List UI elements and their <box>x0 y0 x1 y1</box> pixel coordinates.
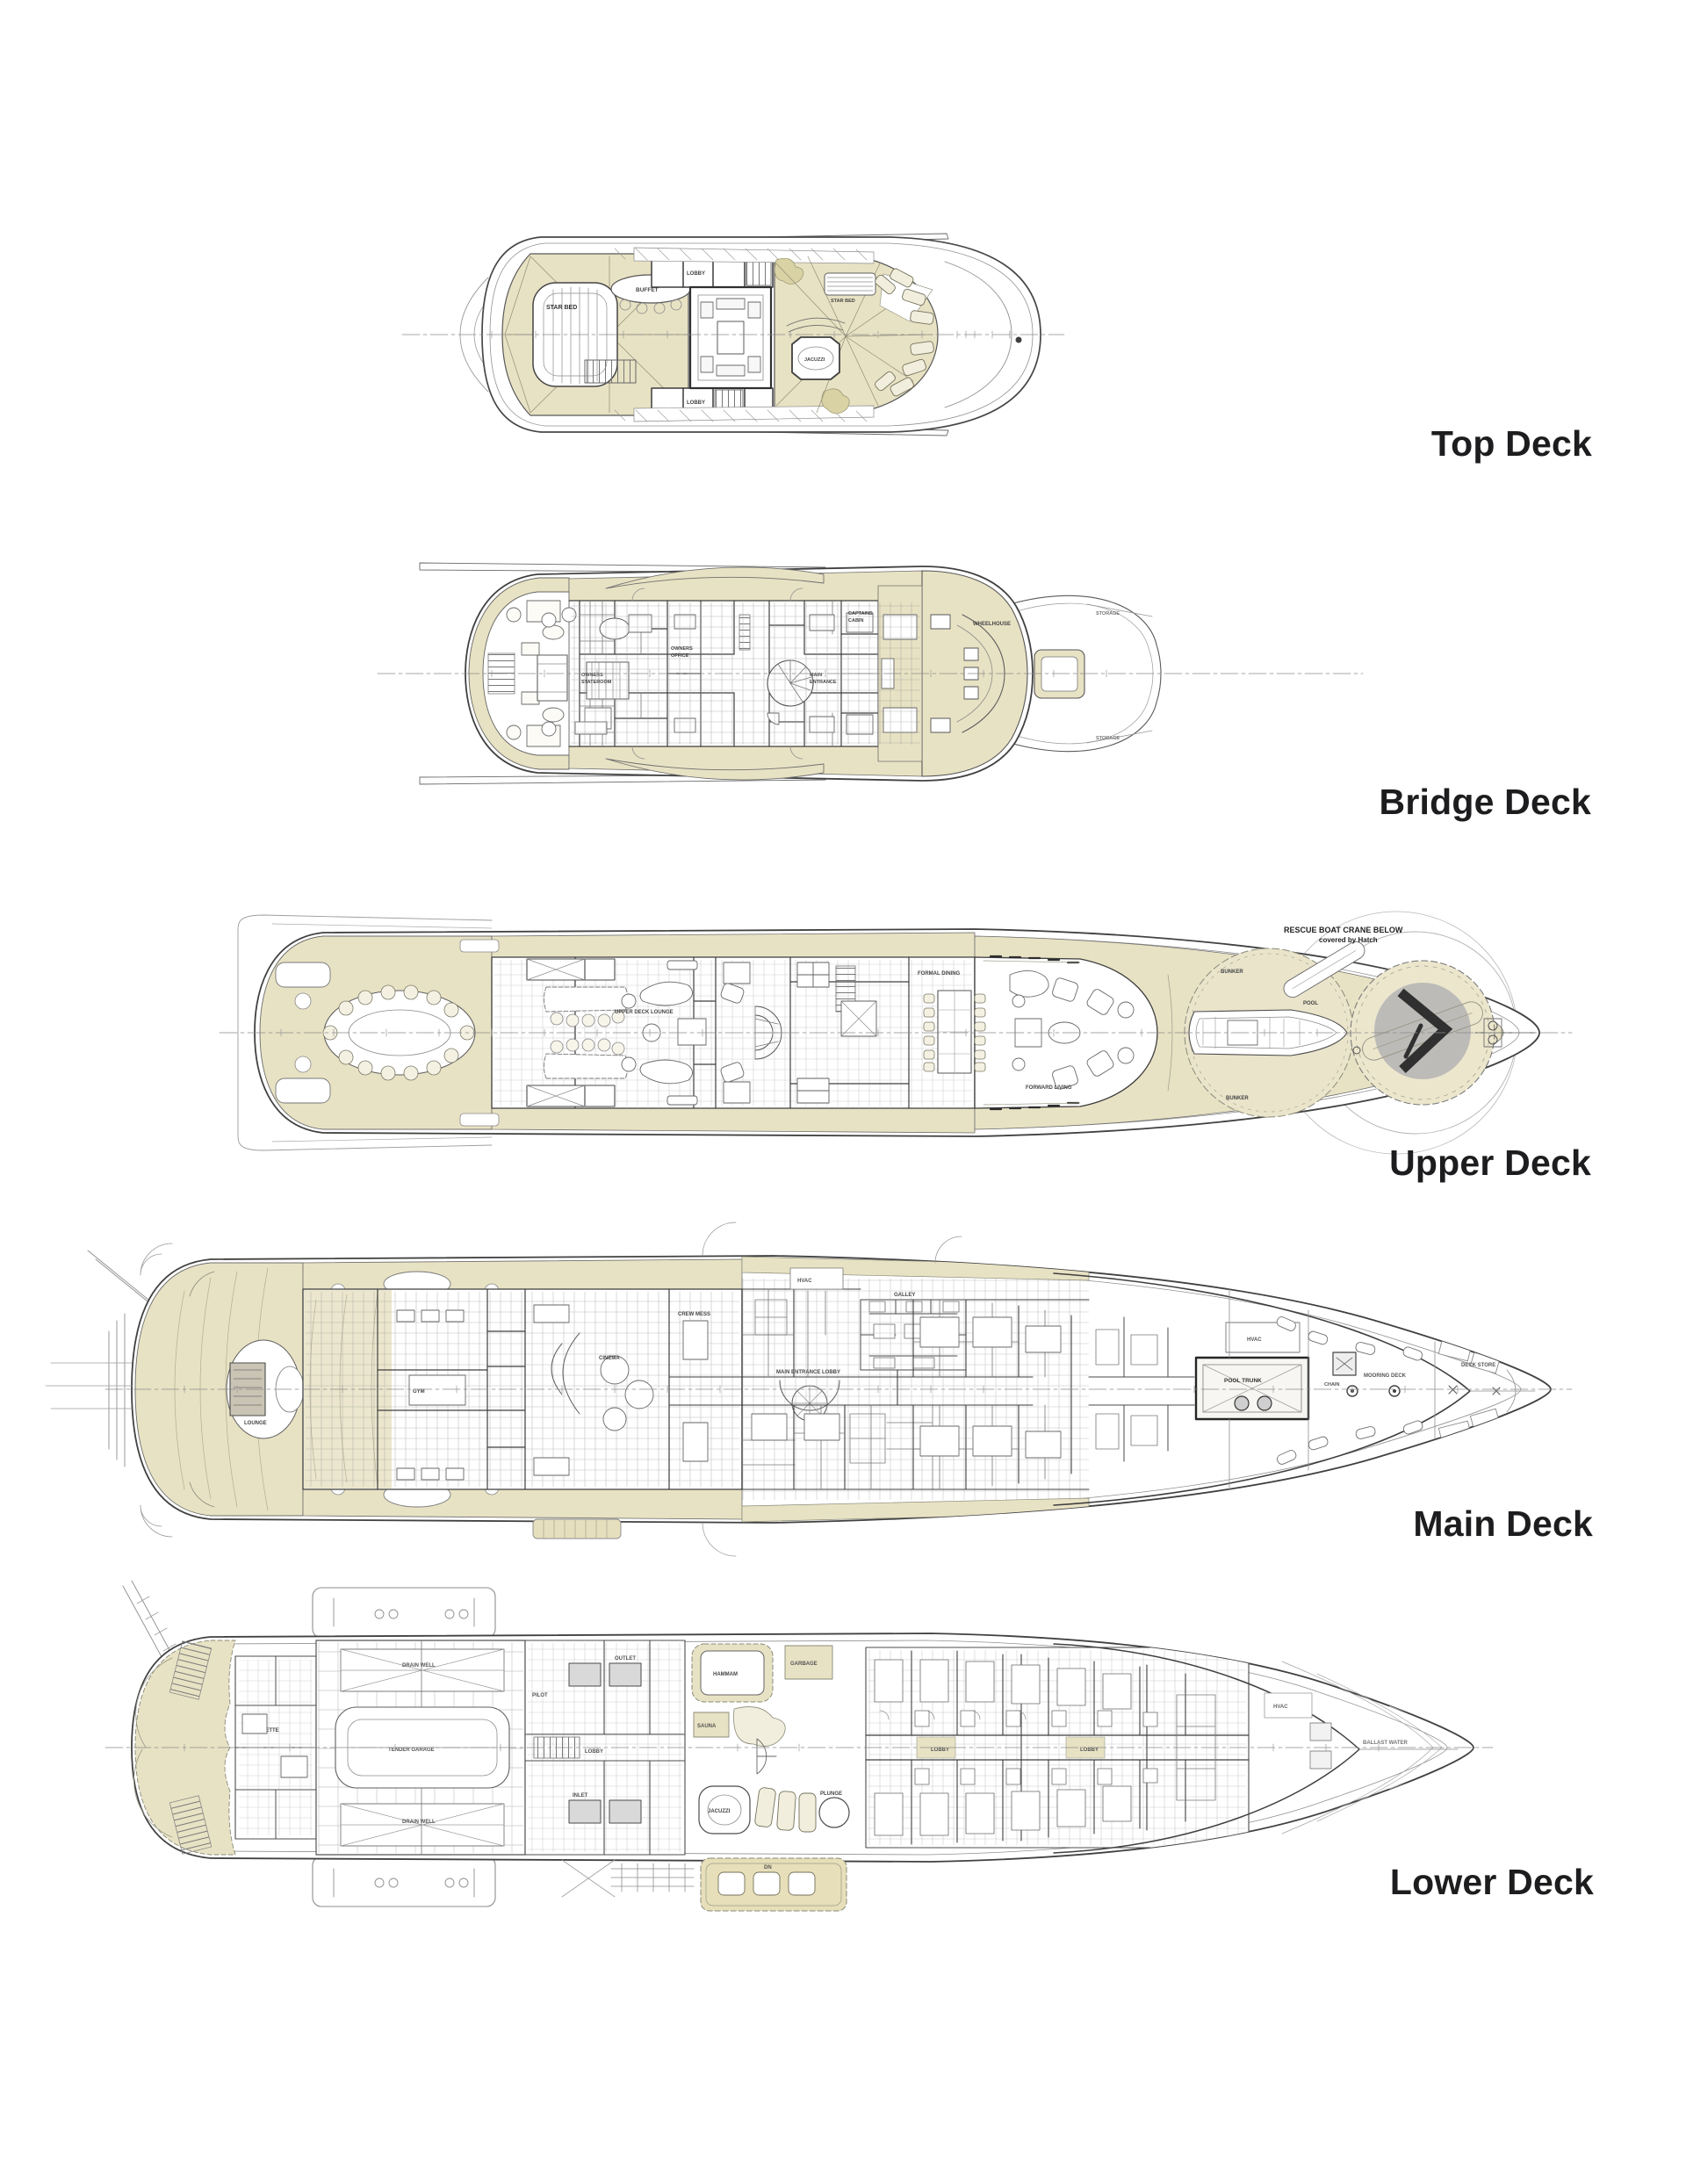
svg-text:CHAIN: CHAIN <box>1324 1382 1339 1388</box>
svg-text:UPPER DECK LOUNGE: UPPER DECK LOUNGE <box>615 1010 674 1015</box>
svg-text:FORMAL DINING: FORMAL DINING <box>918 971 961 977</box>
svg-text:ENTRANCE: ENTRANCE <box>810 680 837 685</box>
svg-text:DN: DN <box>764 1865 772 1870</box>
svg-text:TENDER GARAGE: TENDER GARAGE <box>388 1748 435 1753</box>
svg-text:OWNERS: OWNERS <box>671 646 693 652</box>
svg-text:MAIN: MAIN <box>810 673 822 678</box>
svg-text:OUTLET: OUTLET <box>615 1656 636 1661</box>
svg-text:JACUZZI: JACUZZI <box>708 1809 731 1814</box>
svg-text:PILOT: PILOT <box>532 1693 548 1698</box>
svg-text:SAUNA: SAUNA <box>697 1724 717 1729</box>
svg-text:LOBBY: LOBBY <box>687 271 705 277</box>
svg-text:FORWARD LIVING: FORWARD LIVING <box>1026 1085 1072 1091</box>
svg-text:BALLAST WATER: BALLAST WATER <box>1363 1741 1409 1746</box>
svg-text:GYM: GYM <box>413 1389 425 1395</box>
svg-text:BUNKER: BUNKER <box>1226 1096 1249 1101</box>
svg-text:OFFICE: OFFICE <box>671 653 688 659</box>
svg-text:GARBAGE: GARBAGE <box>790 1661 818 1667</box>
svg-text:WHEELHOUSE: WHEELHOUSE <box>973 622 1011 627</box>
svg-text:LOUNGE: LOUNGE <box>244 1421 267 1426</box>
svg-text:LOBBY: LOBBY <box>931 1748 949 1753</box>
svg-text:CINEMA: CINEMA <box>599 1356 620 1361</box>
svg-text:HVAC: HVAC <box>1273 1705 1288 1710</box>
svg-text:CABIN: CABIN <box>848 618 863 623</box>
svg-text:STAR BED: STAR BED <box>831 299 855 304</box>
svg-text:LOBBY: LOBBY <box>1080 1748 1099 1753</box>
svg-text:LOBBY: LOBBY <box>687 400 705 406</box>
svg-text:LOBBY: LOBBY <box>585 1749 603 1755</box>
svg-text:STAR BED: STAR BED <box>546 305 577 311</box>
svg-text:POOL: POOL <box>1303 1001 1318 1006</box>
svg-text:RESCUE BOAT CRANE BELOW: RESCUE BOAT CRANE BELOW <box>1284 926 1403 934</box>
svg-text:MOORING DECK: MOORING DECK <box>1364 1373 1407 1379</box>
svg-text:HVAC: HVAC <box>797 1279 812 1284</box>
svg-text:POOL TRUNK: POOL TRUNK <box>1224 1378 1262 1384</box>
svg-text:INLET: INLET <box>573 1793 588 1798</box>
svg-text:STORAGE: STORAGE <box>1096 611 1120 616</box>
svg-text:HAMMAM: HAMMAM <box>713 1672 738 1677</box>
svg-text:DRAIN WELL: DRAIN WELL <box>402 1820 436 1825</box>
svg-text:DECK STORE: DECK STORE <box>1461 1363 1495 1368</box>
svg-text:BUFFET: BUFFET <box>636 287 659 293</box>
svg-text:HVAC: HVAC <box>1247 1337 1262 1343</box>
svg-text:STATEROOM: STATEROOM <box>581 680 612 685</box>
svg-text:JACUZZI: JACUZZI <box>804 357 825 363</box>
svg-text:DRAIN WELL: DRAIN WELL <box>402 1663 436 1669</box>
svg-text:PLUNGE: PLUNGE <box>820 1791 842 1797</box>
svg-text:STORAGE: STORAGE <box>1096 736 1120 741</box>
svg-text:CAPTAINS: CAPTAINS <box>848 611 873 616</box>
svg-text:CREW MESS: CREW MESS <box>678 1312 710 1317</box>
svg-text:OWNERS: OWNERS <box>581 673 603 678</box>
svg-text:covered by Hatch: covered by Hatch <box>1319 936 1378 944</box>
svg-text:BUNKER: BUNKER <box>1221 969 1243 975</box>
